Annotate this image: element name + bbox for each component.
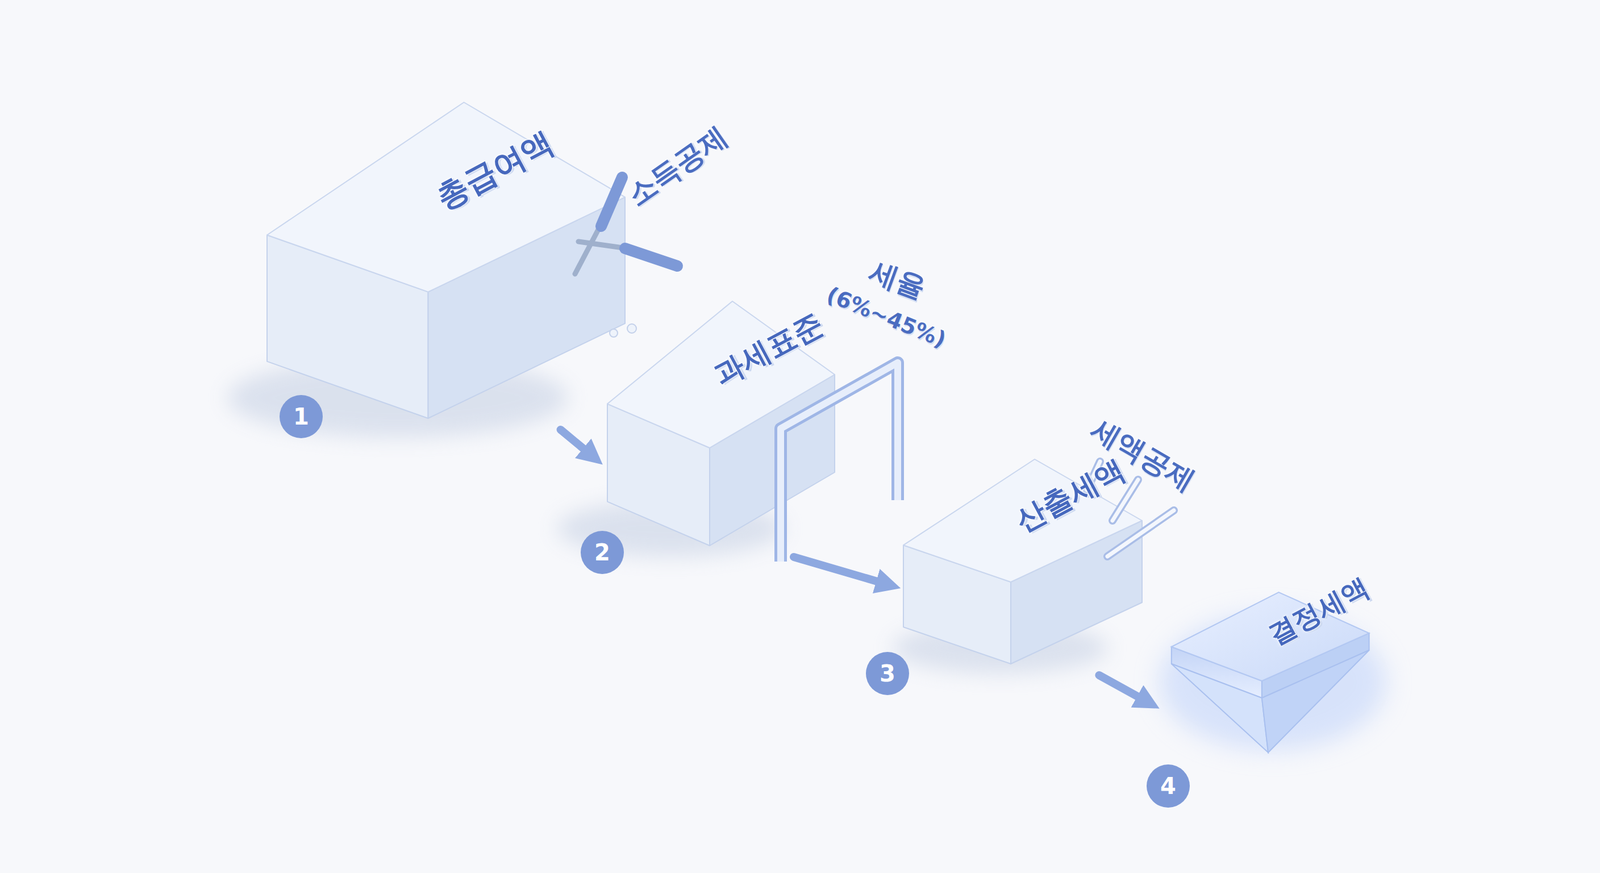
callout-circle: 2 [580, 530, 624, 574]
flow-arrow [560, 429, 595, 458]
process-block: 산출세액 [903, 459, 1143, 664]
callout-circle: 1 [279, 394, 323, 439]
process-block: 총급여액 [267, 102, 625, 419]
callout-number: 1 [293, 405, 310, 428]
step-annotation: 소득공제 [622, 121, 733, 211]
callout-circle: 3 [865, 651, 910, 695]
callout-number: 4 [1160, 774, 1177, 798]
result-gem: 결정세액 [1163, 585, 1374, 756]
step-annotation: (6%~45%) [823, 283, 949, 351]
callout-number: 2 [594, 540, 611, 564]
callout-number: 3 [879, 661, 896, 685]
step-annotation: 세액공제 [1086, 413, 1200, 495]
step-annotation: 세율 [865, 256, 929, 303]
block-shape [267, 102, 625, 419]
gem-shape [1163, 585, 1374, 756]
block-shape [903, 459, 1143, 664]
flow-arrow [793, 556, 891, 586]
callout-circle: 4 [1146, 764, 1190, 808]
flow-arrow [1098, 675, 1151, 704]
